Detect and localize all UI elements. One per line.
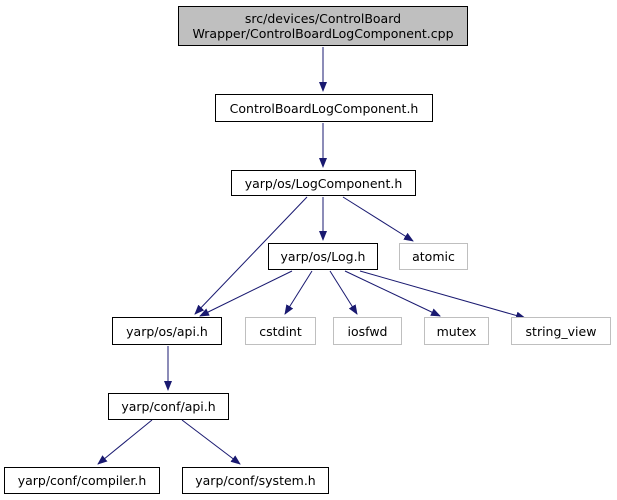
edge-logcomp-osapi	[194, 196, 308, 315]
node-log-component-h[interactable]: yarp/os/LogComponent.h	[231, 170, 416, 196]
edge-logcomp-atomic	[342, 196, 414, 242]
node-string-view[interactable]: string_view	[511, 317, 611, 345]
node-log-h[interactable]: yarp/os/Log.h	[268, 243, 378, 270]
edge-log-mutex	[344, 270, 441, 317]
node-os-api-h[interactable]: yarp/os/api.h	[112, 317, 222, 345]
node-root-line1: src/devices/ControlBoard	[244, 11, 402, 26]
edge-log-osapi	[199, 270, 293, 317]
node-controlboard-log-component-cpp[interactable]: src/devices/ControlBoard Wrapper/Control…	[178, 6, 468, 46]
edge-log-string-view	[359, 270, 526, 320]
edge-log-iosfwd	[329, 270, 358, 315]
edge-confapi-compiler	[97, 419, 153, 465]
node-cstdint[interactable]: cstdint	[245, 317, 316, 345]
edge-confapi-system	[181, 419, 241, 465]
node-atomic[interactable]: atomic	[399, 243, 468, 270]
edge-log-cstdint	[284, 270, 313, 315]
node-conf-api-h[interactable]: yarp/conf/api.h	[108, 393, 229, 420]
node-conf-compiler-h[interactable]: yarp/conf/compiler.h	[4, 467, 160, 494]
node-mutex[interactable]: mutex	[424, 317, 489, 345]
node-controlboard-log-component-h[interactable]: ControlBoardLogComponent.h	[215, 94, 433, 122]
node-iosfwd[interactable]: iosfwd	[333, 317, 402, 345]
node-conf-system-h[interactable]: yarp/conf/system.h	[182, 467, 329, 494]
node-root-line2: Wrapper/ControlBoardLogComponent.cpp	[192, 26, 454, 41]
